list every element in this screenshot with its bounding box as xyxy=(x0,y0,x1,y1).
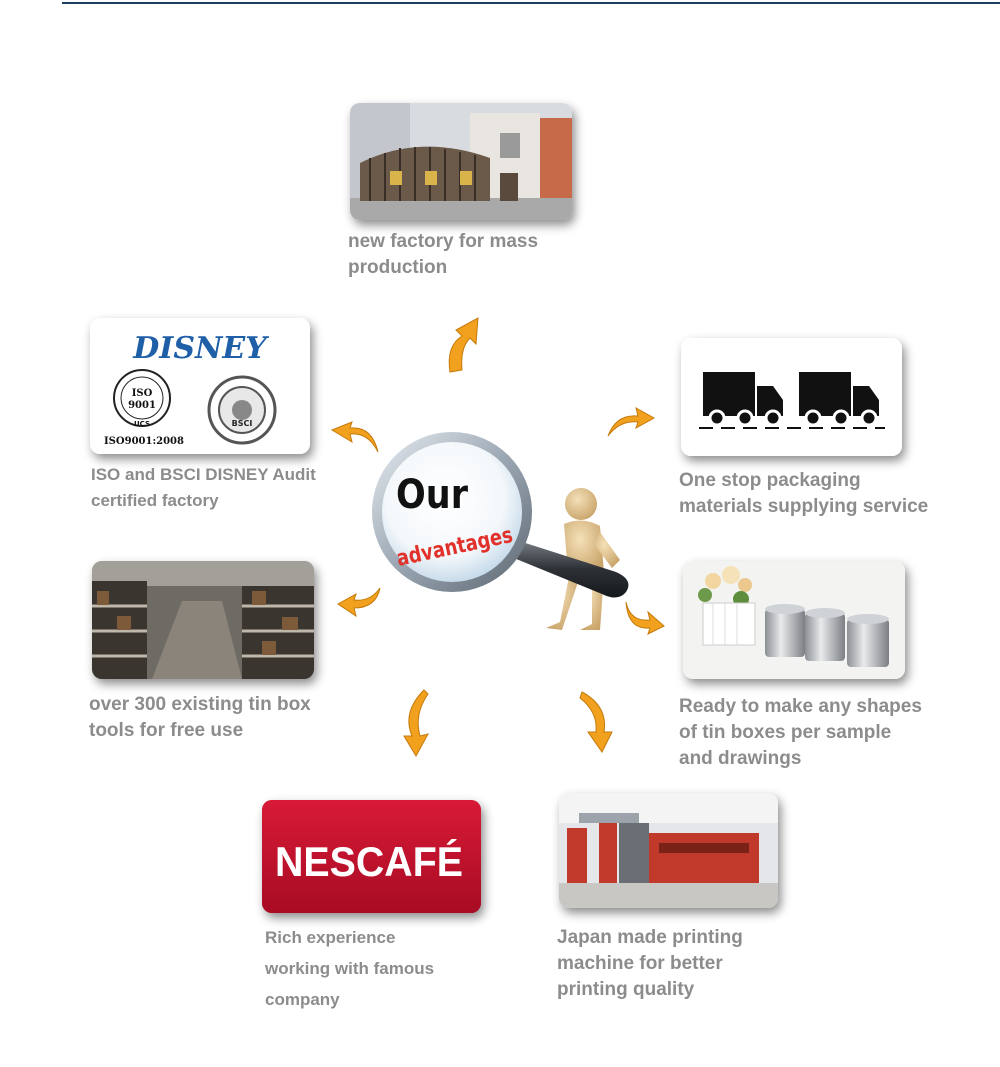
magnifier-handle xyxy=(504,540,629,598)
disney-logo: DISNEY xyxy=(132,331,269,366)
audit-certificates: DISNEY ISO 9001 UCS ISO9001:2008 BSCI xyxy=(90,318,310,454)
trucks-caption: One stop packaging materials supplying s… xyxy=(679,470,929,517)
trucks-photo xyxy=(681,338,902,456)
arrow-right-up-icon xyxy=(607,407,656,437)
arrow-down-left-icon xyxy=(403,689,429,758)
audit-caption: ISO and BSCI DISNEY Audit certified fact… xyxy=(91,465,316,510)
arrow-down-right-icon xyxy=(579,691,613,753)
tools-warehouse-photo xyxy=(92,561,314,679)
our-advantages-magnifier: Our advantages xyxy=(364,432,664,642)
arrow-right-down-icon xyxy=(625,601,665,635)
arrow-up-icon xyxy=(448,317,479,373)
flower-pot xyxy=(698,566,756,646)
svg-text:BSCI: BSCI xyxy=(232,419,253,428)
printing-machine-photo xyxy=(559,793,778,908)
iso-badge: ISO 9001 UCS xyxy=(113,369,171,428)
printing-caption: Japan made printing machine for better p… xyxy=(557,927,743,1000)
svg-text:9001: 9001 xyxy=(128,400,156,411)
arrow-left-down-icon xyxy=(337,587,381,618)
magnifier-lens xyxy=(382,442,522,582)
nescafe-logo: NESCAFÉ xyxy=(275,838,463,885)
factory-caption: new factory for mass production xyxy=(348,231,539,278)
tins-caption: Ready to make any shapes of tin boxes pe… xyxy=(679,696,922,769)
nescafe-caption: Rich experience working with famous comp… xyxy=(265,928,435,1009)
center-title: Our xyxy=(396,472,468,518)
nescafe-logo-card: NESCAFÉ xyxy=(262,800,481,913)
arrow-left-up-icon xyxy=(330,421,379,453)
factory-photo xyxy=(350,103,572,220)
svg-text:ISO: ISO xyxy=(132,388,153,399)
tools-caption: over 300 existing tin box tools for free… xyxy=(89,694,311,741)
top-divider xyxy=(62,2,1000,4)
bsci-badge: BSCI xyxy=(207,375,277,445)
iso-caption: ISO9001:2008 xyxy=(104,436,184,447)
svg-text:UCS: UCS xyxy=(134,420,150,428)
tin-cans xyxy=(765,604,889,667)
tin-boxes-photo xyxy=(683,561,905,679)
truck-icon xyxy=(703,372,783,427)
truck-icon-2 xyxy=(799,372,879,427)
